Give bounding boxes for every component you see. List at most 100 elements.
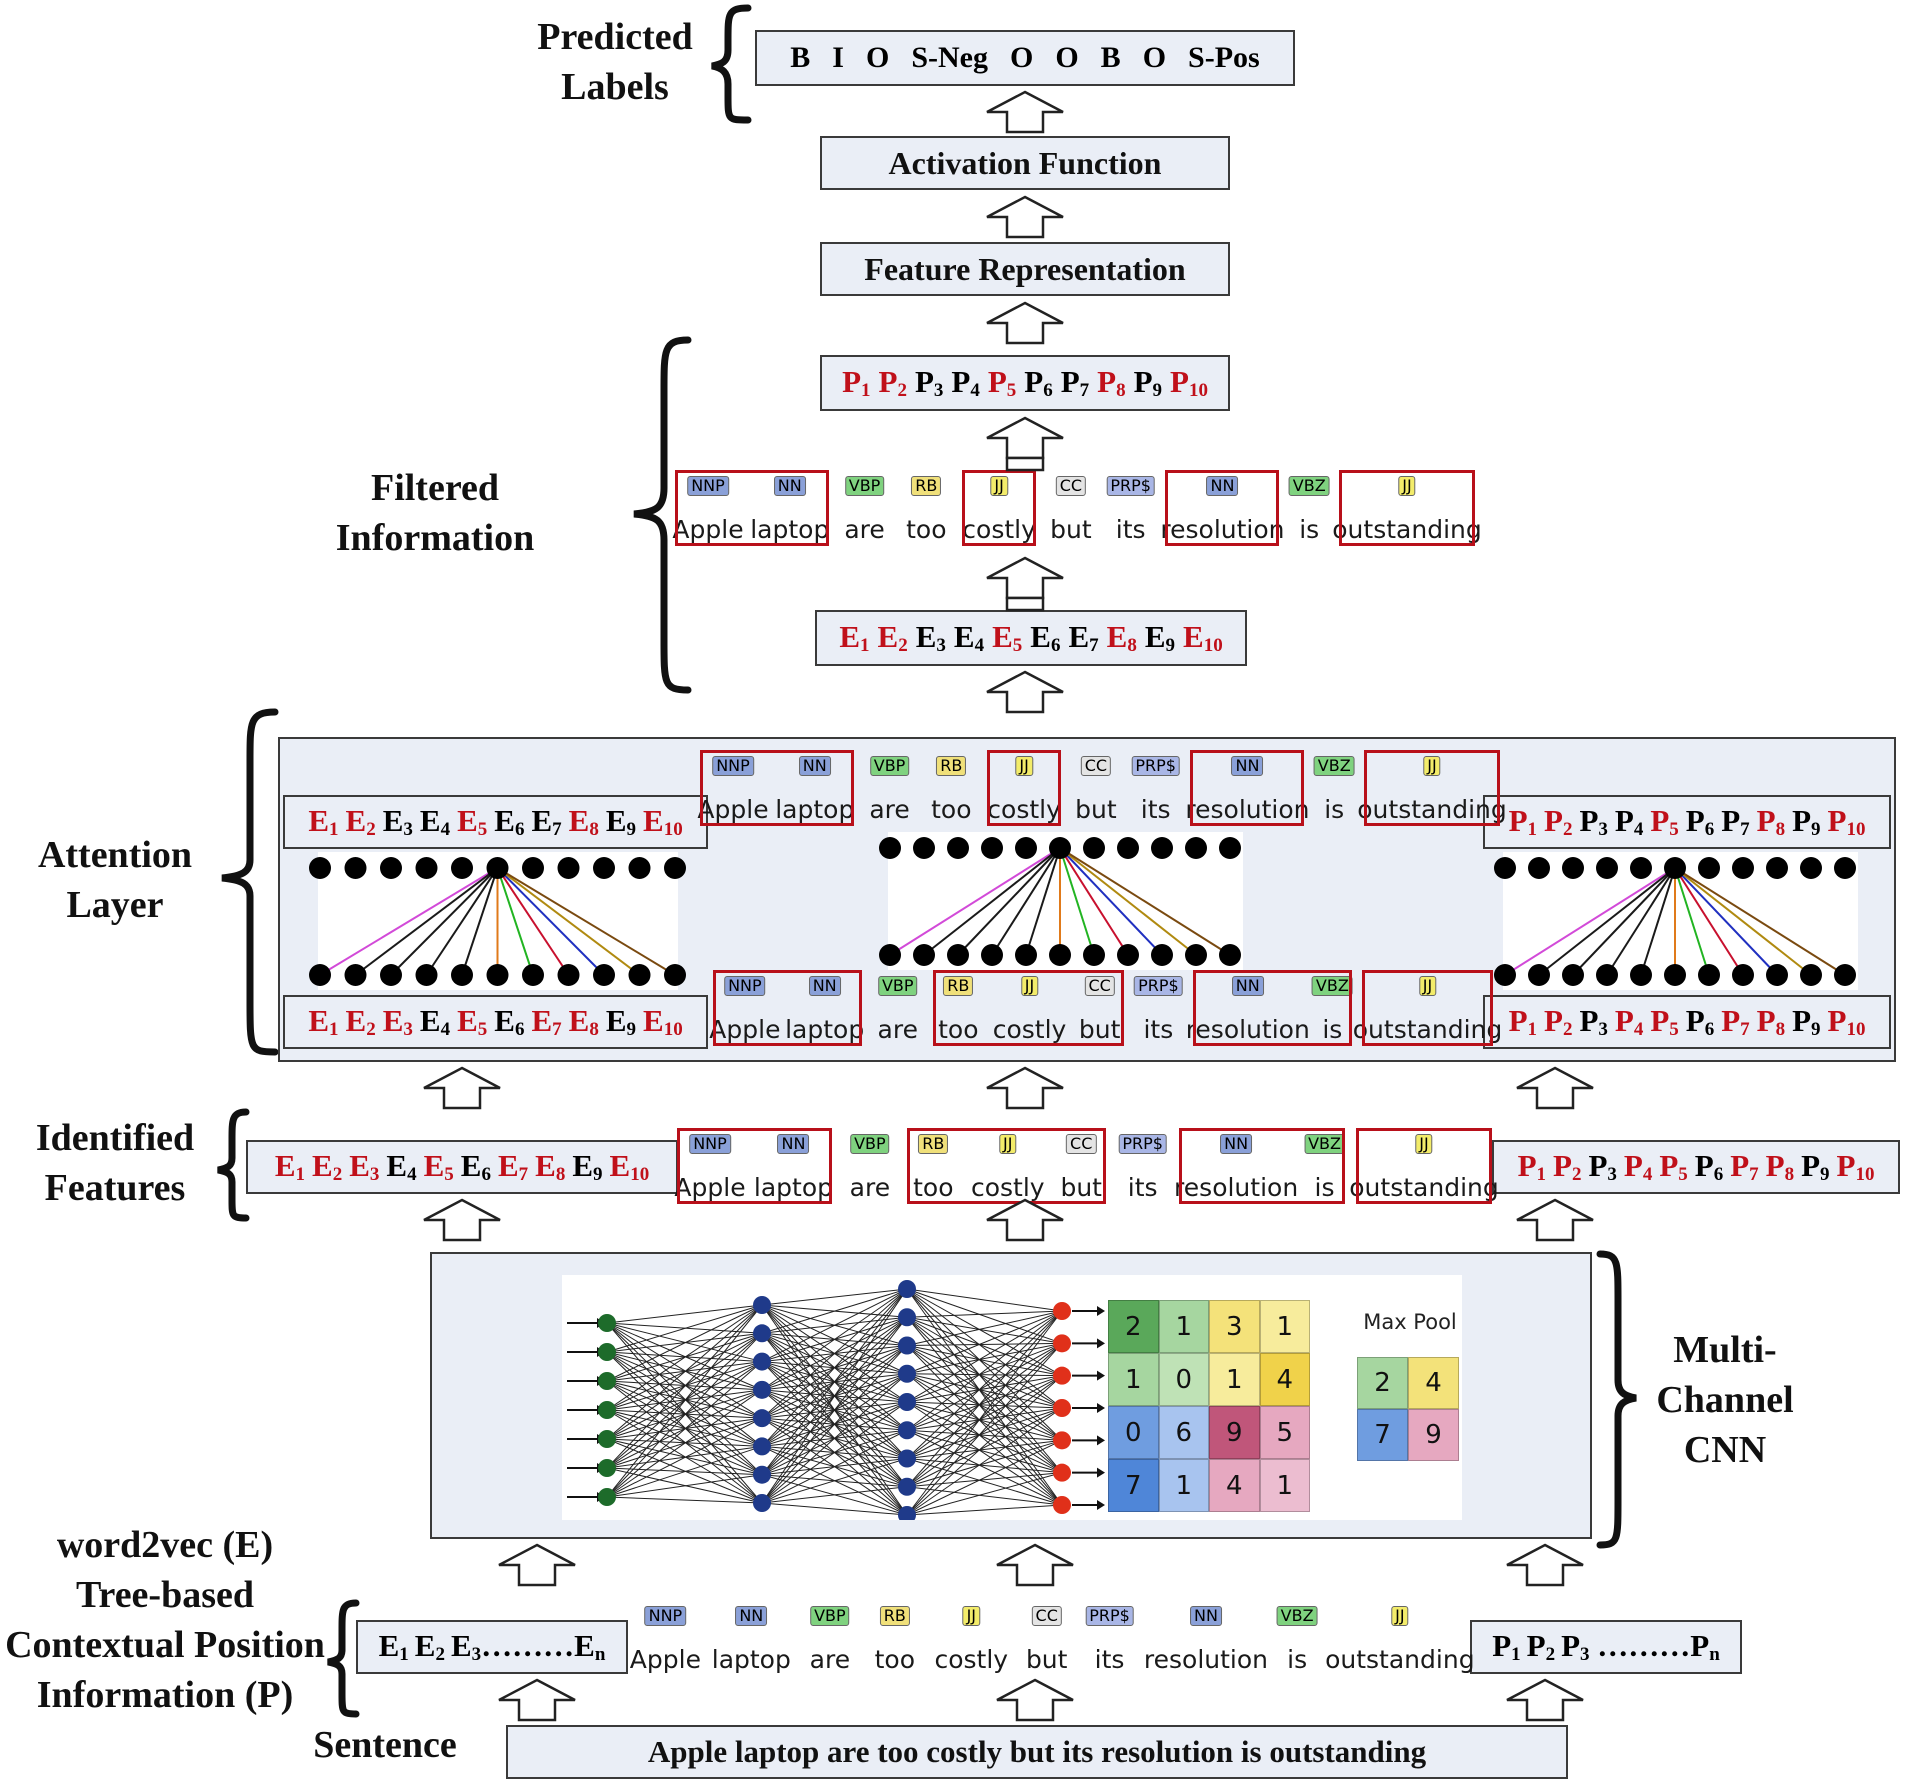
pos-word: is — [1299, 515, 1320, 544]
nn-edge — [761, 1458, 908, 1504]
nn-edge — [906, 1342, 1063, 1431]
pos-tag: NN — [1231, 756, 1264, 776]
token-base: P — [878, 364, 898, 399]
attention-edge — [1059, 847, 1197, 956]
pos-word: Apple — [697, 795, 769, 824]
nn-edge — [906, 1316, 1063, 1377]
nn-edge — [906, 1429, 1063, 1474]
token-base: E — [457, 1003, 478, 1038]
attention-node — [1630, 964, 1652, 986]
token-base: E — [274, 1148, 296, 1183]
pos-word: resolution — [1174, 1173, 1299, 1202]
nn-edge — [761, 1288, 908, 1334]
token-index: 5 — [477, 1019, 488, 1040]
attention-node — [1049, 944, 1071, 966]
token-index: 5 — [1006, 380, 1017, 401]
pos-tag: PRP$ — [1134, 976, 1183, 996]
attention-node — [1834, 964, 1856, 986]
embedding-token: E10 — [1183, 619, 1223, 657]
pos-tag: CC — [1055, 476, 1087, 496]
token-index: 9 — [1811, 819, 1821, 840]
caption-line: CNN — [1683, 1429, 1767, 1471]
attention-edge — [1572, 867, 1676, 976]
pos-word: its — [1094, 1645, 1125, 1674]
nn-neuron — [753, 1437, 771, 1456]
aspect-highlight-box — [1165, 470, 1280, 546]
nn-edge — [906, 1310, 1063, 1403]
caption-line: Attention — [37, 834, 193, 876]
token-base: E — [308, 1003, 329, 1038]
token-index: 7 — [1749, 1164, 1759, 1185]
attention-node — [947, 944, 969, 966]
nn-edge — [606, 1445, 763, 1498]
nn-edge — [906, 1342, 1063, 1459]
token-index: 6 — [1713, 1164, 1724, 1185]
nn-edge — [906, 1288, 1063, 1506]
token-index: 8 — [1127, 635, 1137, 656]
position-token: P5 — [1659, 1148, 1687, 1186]
attention-node — [557, 857, 580, 879]
pos-token: VBP are — [844, 470, 886, 548]
token-base: P — [1492, 1628, 1512, 1663]
sentence-caption: Sentence — [313, 1724, 457, 1766]
pos-word: Apple — [709, 1015, 781, 1044]
nn-edge — [606, 1361, 763, 1498]
token-base: P — [1650, 1003, 1670, 1038]
pos-word: its — [1115, 515, 1146, 544]
pos-word: are — [844, 515, 885, 544]
position-token: P5 — [1650, 803, 1678, 841]
attention-node — [380, 964, 402, 986]
activation-function-label: Activation Function — [888, 144, 1162, 181]
token-base: E — [308, 803, 329, 838]
pos-tag: NN — [777, 1134, 810, 1154]
pos-tag: CC — [1031, 1606, 1062, 1626]
aspect-highlight-box — [933, 970, 1124, 1046]
nn-edge — [606, 1304, 763, 1353]
nn-edge — [906, 1401, 1063, 1441]
pos-tag: VBP — [810, 1606, 850, 1626]
attention-node — [309, 964, 331, 986]
nn-edge — [906, 1429, 1063, 1506]
pos-tag: JJ — [1391, 1606, 1409, 1626]
token-base: E — [419, 1003, 441, 1038]
attention-edge — [1640, 867, 1676, 976]
token-base: E — [419, 803, 441, 838]
attention-node — [415, 857, 438, 879]
token-base: P — [1730, 1148, 1750, 1183]
predicted-labels-caption: Predicted Labels — [525, 12, 705, 112]
token-base: E — [460, 1148, 482, 1183]
token-index: 9 — [1820, 1164, 1830, 1185]
predicted-label: O — [1055, 41, 1079, 74]
embedding-token: E4 — [420, 1003, 450, 1041]
nn-edge — [906, 1401, 1063, 1474]
aspect-highlight-box — [677, 1128, 833, 1204]
pos-word: too — [874, 1645, 916, 1674]
token-index: 3 — [403, 819, 413, 840]
token-base: E — [877, 619, 899, 654]
embedding-token: E1 — [308, 803, 338, 841]
attention-node — [1562, 857, 1584, 879]
token-base: P — [1721, 803, 1741, 838]
token-base: E — [839, 619, 860, 654]
token-base: E — [378, 1628, 400, 1663]
position-token: P4 — [1615, 1003, 1643, 1041]
attention-node — [309, 857, 331, 879]
nn-edge — [906, 1472, 1063, 1488]
nn-edge — [906, 1288, 1063, 1377]
pos-tag: RB — [911, 476, 942, 496]
token-base: P — [1690, 1628, 1710, 1663]
token-index: 6 — [481, 1164, 491, 1185]
attention-node — [486, 857, 509, 879]
token-index: 2 — [1571, 1164, 1582, 1185]
pos-tag: VBP — [844, 476, 885, 496]
attention-edge — [1674, 867, 1812, 976]
pos-word: are — [869, 795, 910, 824]
